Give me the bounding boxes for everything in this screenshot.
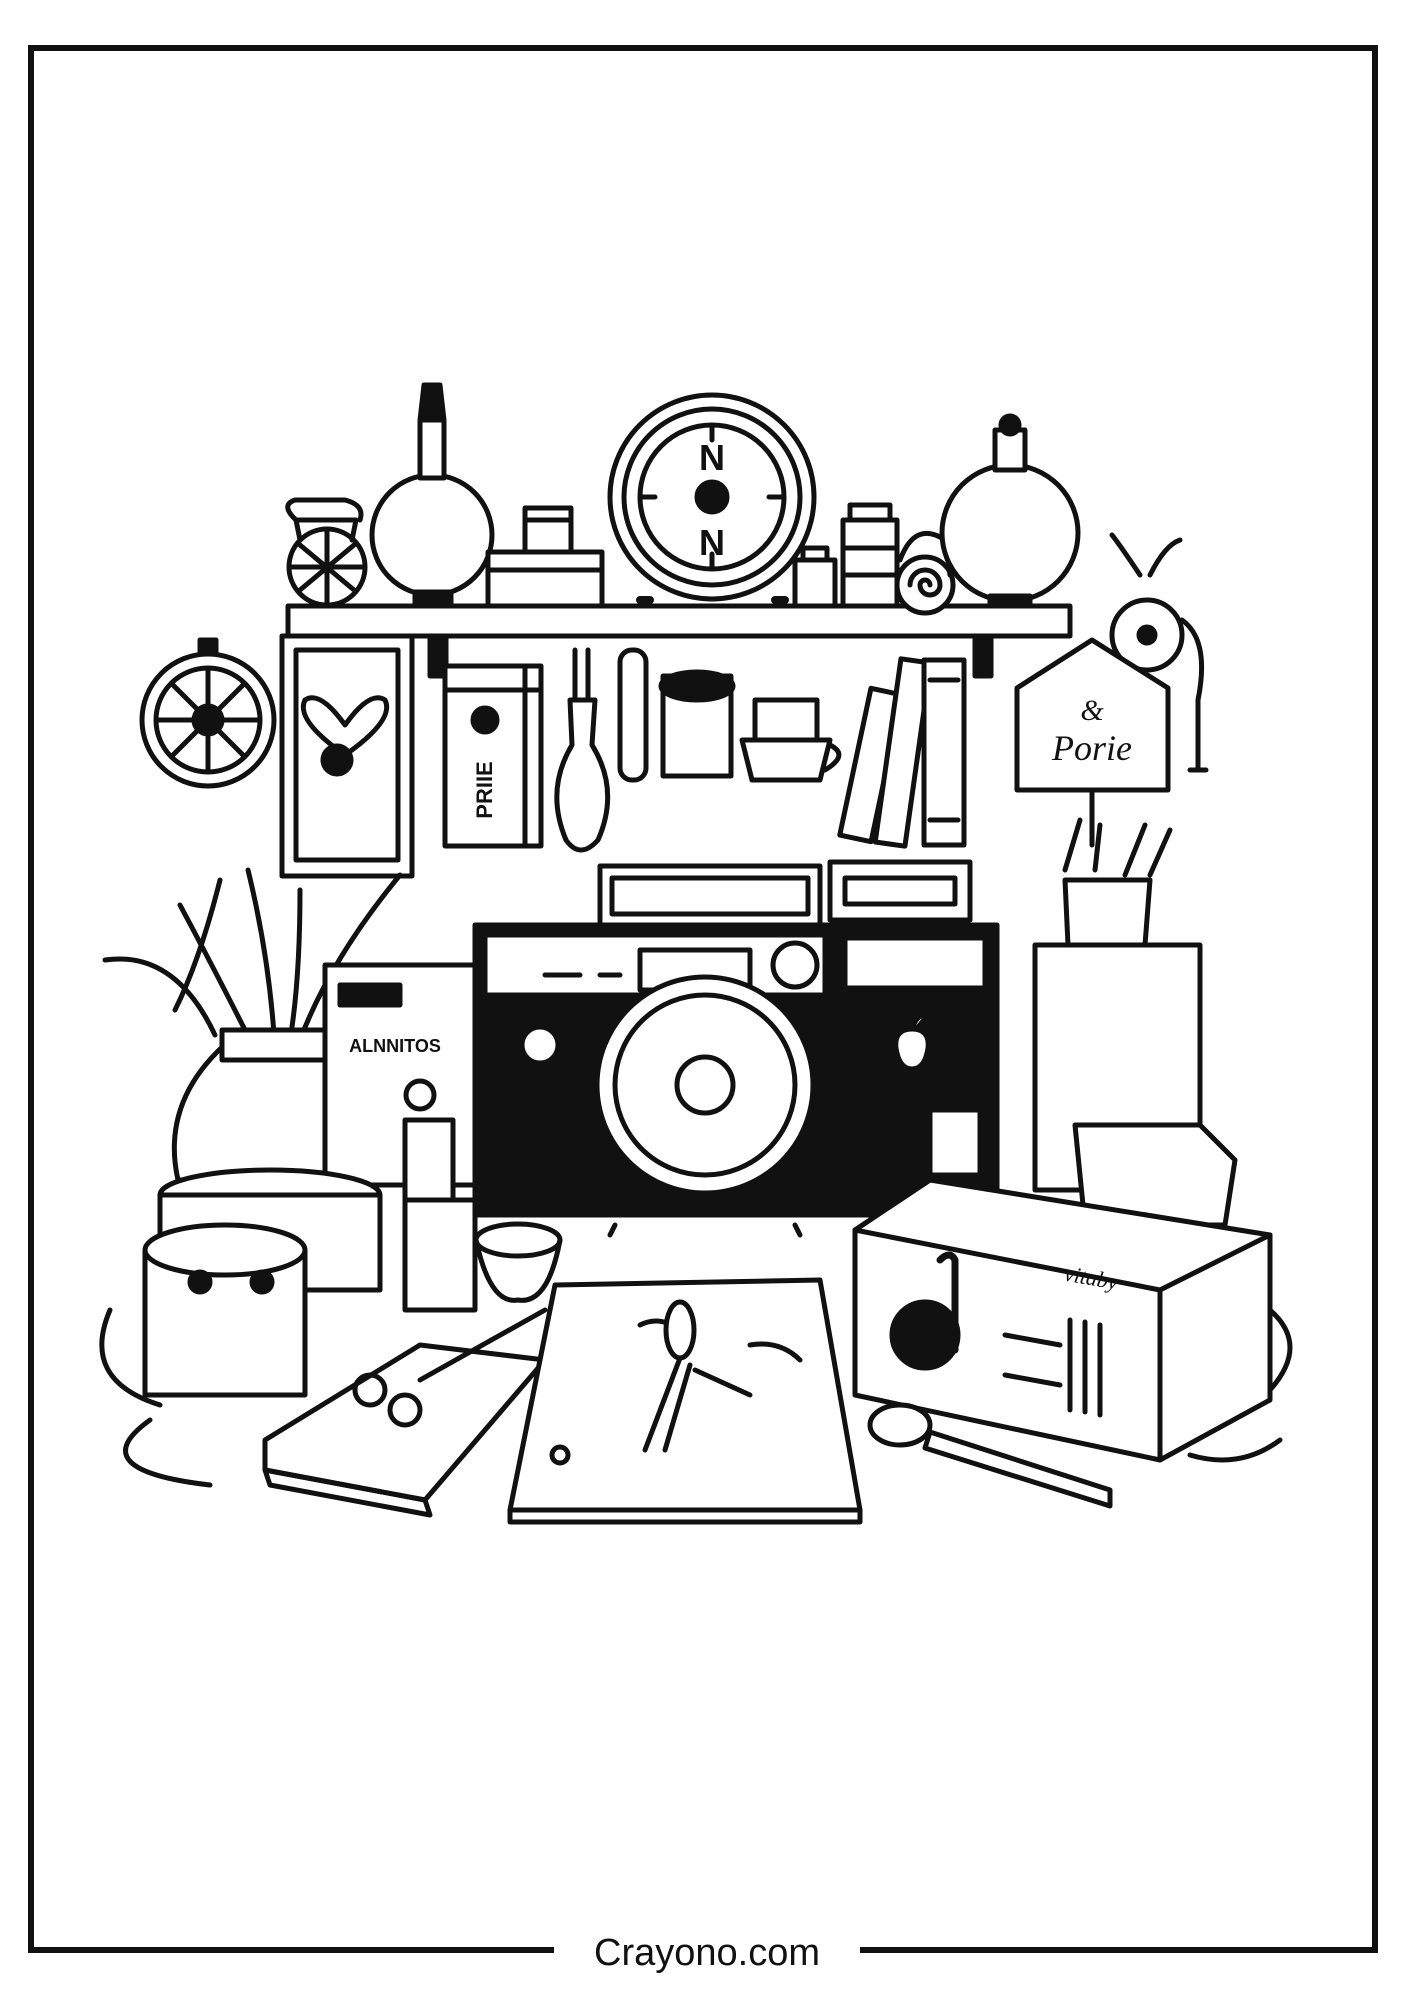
compass-clock: N N — [607, 392, 817, 604]
hanging-box: PRIIE — [442, 663, 544, 849]
svg-text:&: & — [1080, 694, 1104, 727]
snail-shell — [894, 530, 956, 616]
cooking-pot — [99, 1167, 383, 1488]
wall-shelf — [285, 603, 1073, 679]
small-jug — [285, 497, 368, 608]
hanging-sign: & Porie — [1014, 637, 1171, 848]
open-notebook — [507, 1277, 863, 1525]
footer-site-text[interactable]: Crayono.com — [554, 1932, 860, 1974]
book-stack — [837, 656, 967, 849]
jar-and-cup — [658, 669, 842, 783]
hanging-utensils — [554, 647, 649, 853]
spoon-brush — [867, 1402, 1113, 1509]
round-bottle-right — [939, 413, 1081, 609]
footer-site-label: Crayono.com — [0, 1928, 1414, 1978]
clock-letter-top: N — [699, 437, 725, 478]
portable-radio: vitaby — [852, 1177, 1293, 1463]
jar-and-box — [485, 505, 605, 609]
mugs — [402, 1117, 563, 1313]
gear-icon — [519, 1024, 561, 1066]
apple-tower — [827, 859, 1000, 1218]
round-bottle-left — [369, 382, 495, 607]
sign-text: Porie — [1051, 728, 1132, 768]
kitchen-appliance: ALNNITOS — [322, 962, 478, 1188]
medicine-bottles — [792, 502, 900, 609]
clock-letter-bottom: N — [699, 522, 725, 563]
hanging-ornament — [1109, 532, 1209, 773]
box-label: PRIIE — [472, 761, 497, 818]
desk-fan — [139, 637, 277, 789]
appliance-label: ALNNITOS — [349, 1036, 441, 1056]
stereo-camera-unit — [472, 863, 838, 1238]
heart-cabinet — [279, 633, 415, 879]
pencil-holder — [1032, 817, 1238, 1228]
book-with-scissors — [262, 1307, 548, 1518]
apple-logo-icon — [895, 1014, 929, 1070]
